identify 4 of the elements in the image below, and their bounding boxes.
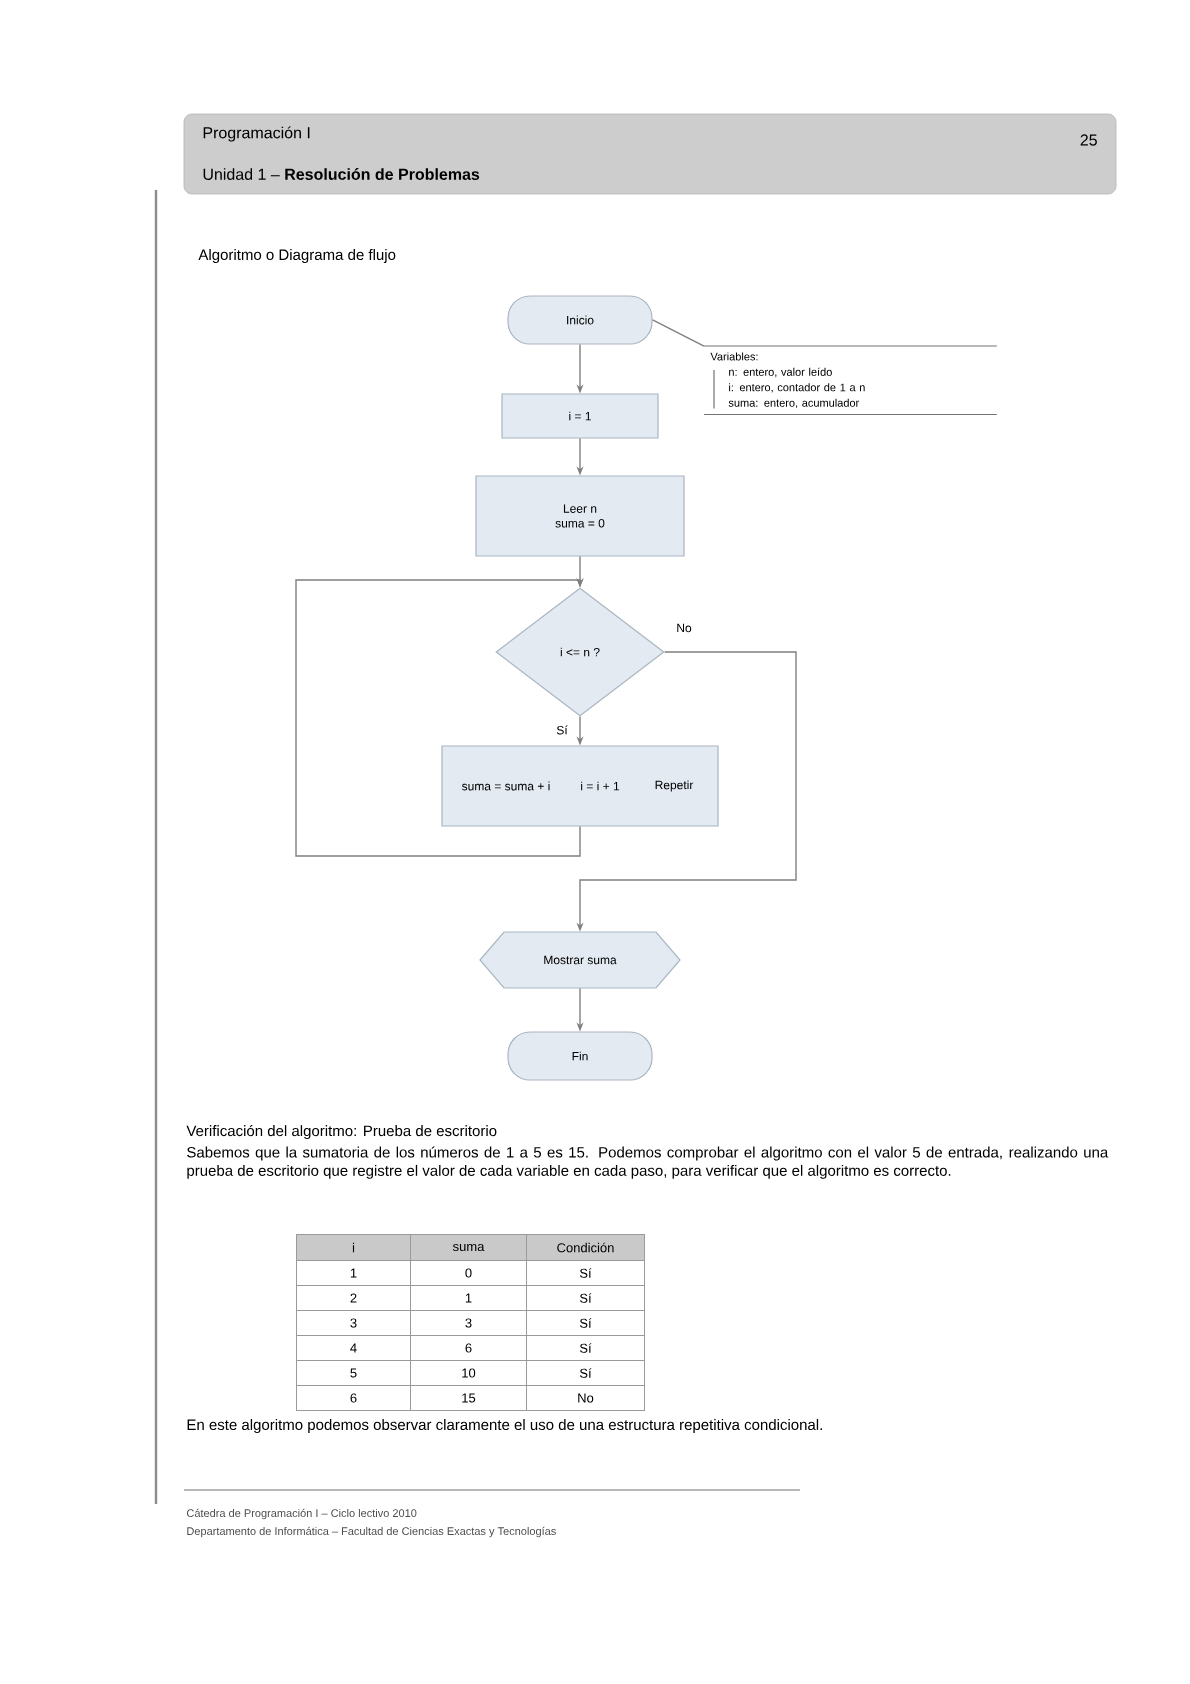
arrow — [295, 578, 584, 857]
header-subtitle: Unidad 1 – Resolución de Problemas — [203, 168, 480, 180]
page-number: 25 — [1080, 134, 1097, 146]
header-title: Programación I — [203, 126, 310, 142]
